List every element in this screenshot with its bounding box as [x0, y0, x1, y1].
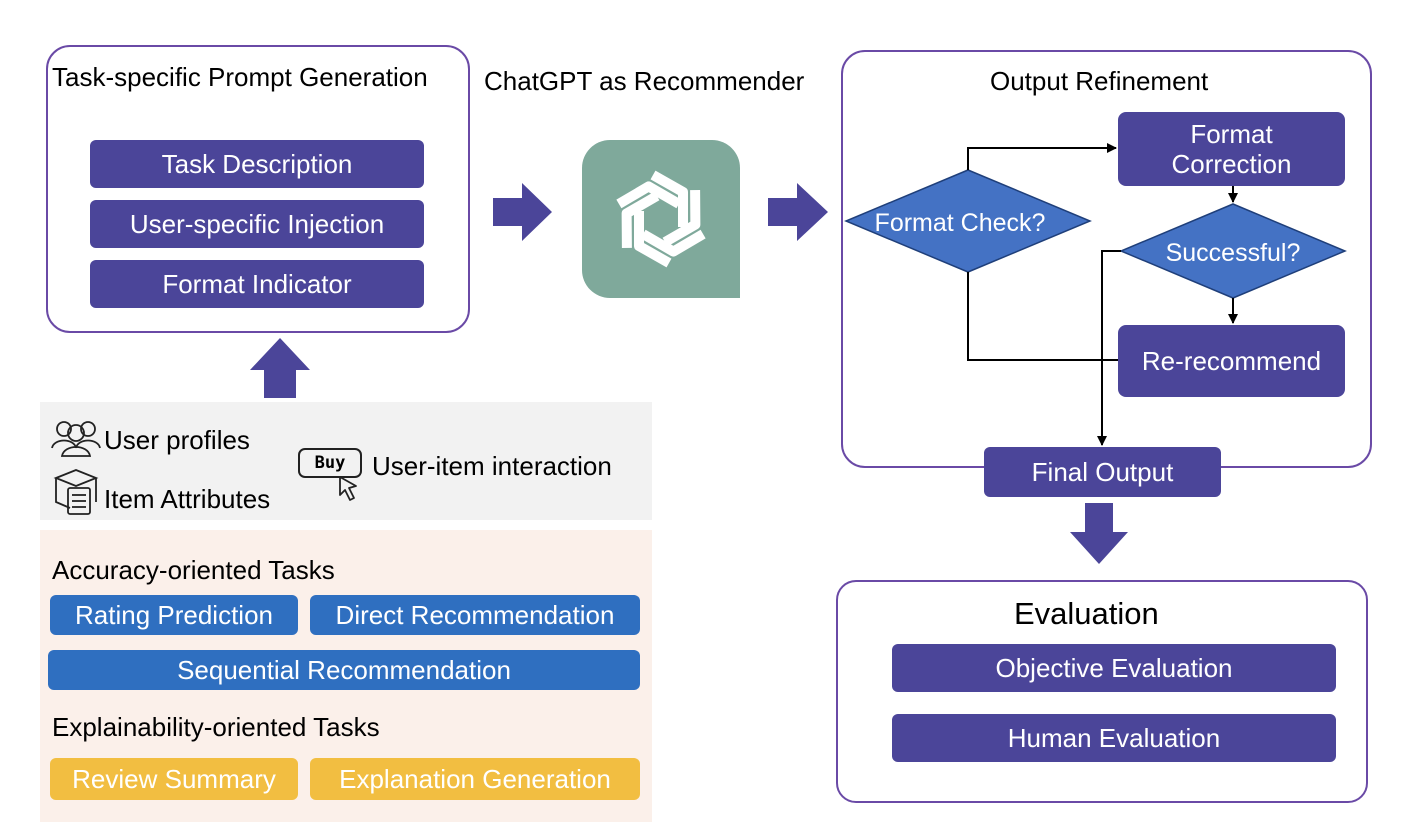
- accuracy-tasks-heading: Accuracy-oriented Tasks: [52, 555, 335, 585]
- explainability-tasks-heading: Explainability-oriented Tasks: [52, 712, 380, 742]
- arrow-to-refinement-icon: [768, 183, 828, 241]
- arrow-up-to-prompt-icon: [250, 338, 310, 398]
- direct-recommendation-box: Direct Recommendation: [310, 595, 640, 635]
- openai-logo-icon: [582, 140, 740, 298]
- format-indicator-box: Format Indicator: [90, 260, 424, 308]
- final-output-box: Final Output: [984, 447, 1221, 497]
- item-attributes-label: Item Attributes: [104, 484, 271, 514]
- re-recommend-box: Re-recommend: [1118, 325, 1345, 397]
- users-icon: [50, 418, 102, 458]
- task-description-box: Task Description: [90, 140, 424, 188]
- user-specific-injection-box: User-specific Injection: [90, 200, 424, 248]
- format-correction-line2: Correction: [1171, 149, 1292, 179]
- input-data-panel: [40, 402, 652, 520]
- format-correction-box: Format Correction: [1118, 112, 1345, 186]
- buy-label: Buy: [314, 453, 346, 473]
- explanation-generation-box: Explanation Generation: [310, 758, 640, 800]
- human-evaluation-box: Human Evaluation: [892, 714, 1336, 762]
- arrow-down-to-evaluation-icon: [1070, 503, 1128, 564]
- arrow-to-recommender-icon: [493, 183, 552, 241]
- review-summary-box: Review Summary: [50, 758, 298, 800]
- package-icon: [50, 466, 102, 518]
- format-correction-line1: Format: [1190, 119, 1273, 149]
- buy-button-icon: Buy: [298, 448, 362, 478]
- recommender-title: ChatGPT as Recommender: [484, 66, 805, 96]
- user-item-interaction-label: User-item interaction: [372, 451, 612, 481]
- successful-label: Successful?: [1166, 239, 1301, 267]
- objective-evaluation-box: Objective Evaluation: [892, 644, 1336, 692]
- user-profiles-label: User profiles: [104, 425, 250, 455]
- output-refinement-title: Output Refinement: [990, 66, 1209, 96]
- sequential-recommendation-box: Sequential Recommendation: [48, 650, 640, 690]
- prompt-generation-title: Task-specific Prompt Generation: [52, 62, 428, 92]
- cursor-icon: [336, 474, 362, 502]
- rating-prediction-box: Rating Prediction: [50, 595, 298, 635]
- format-check-label: Format Check?: [875, 209, 1046, 237]
- evaluation-title: Evaluation: [1014, 596, 1159, 631]
